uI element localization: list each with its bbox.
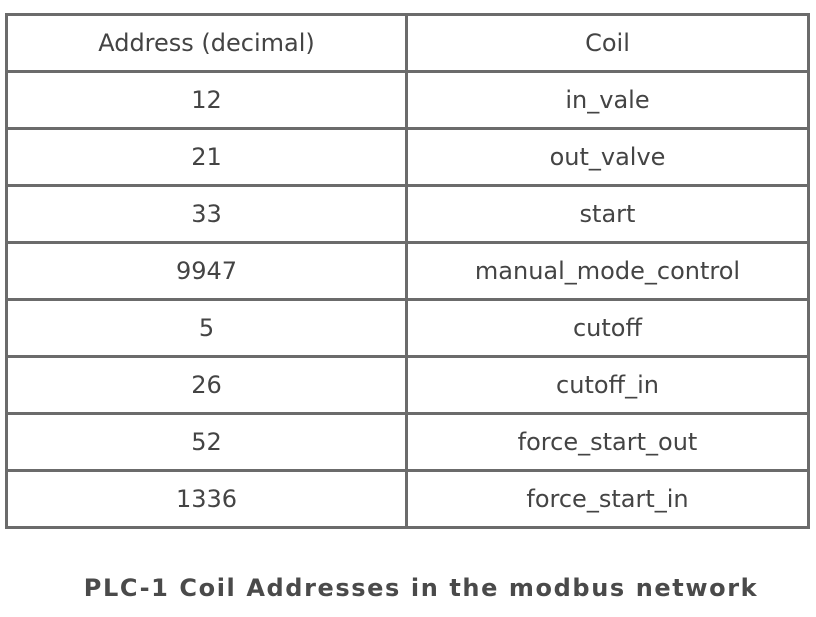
cell-address: 52 (5, 412, 408, 472)
table-row: 33 start (5, 184, 810, 244)
cell-coil: manual_mode_control (405, 241, 810, 301)
cell-address: 9947 (5, 241, 408, 301)
cell-coil: out_valve (405, 127, 810, 187)
cell-coil: force_start_out (405, 412, 810, 472)
table-row: 5 cutoff (5, 298, 810, 358)
cell-address: 33 (5, 184, 408, 244)
cell-address: 1336 (5, 469, 408, 529)
table-row: 52 force_start_out (5, 412, 810, 472)
table-row: 12 in_vale (5, 70, 810, 130)
cell-address: 21 (5, 127, 408, 187)
table-row: 21 out_valve (5, 127, 810, 187)
table-row: 9947 manual_mode_control (5, 241, 810, 301)
table-row: 26 cutoff_in (5, 355, 810, 415)
coil-address-table-container: Address (decimal) Coil 12 in_vale 21 out… (5, 13, 810, 529)
table-header-row: Address (decimal) Coil (5, 13, 810, 73)
cell-coil: start (405, 184, 810, 244)
cell-address: 12 (5, 70, 408, 130)
table-row: 1336 force_start_in (5, 469, 810, 529)
cell-address: 5 (5, 298, 408, 358)
header-coil: Coil (405, 13, 810, 73)
cell-coil: cutoff_in (405, 355, 810, 415)
header-address: Address (decimal) (5, 13, 408, 73)
cell-coil: cutoff (405, 298, 810, 358)
table-caption: PLC-1 Coil Addresses in the modbus netwo… (83, 574, 759, 602)
cell-coil: in_vale (405, 70, 810, 130)
coil-address-table: Address (decimal) Coil 12 in_vale 21 out… (5, 13, 810, 529)
cell-coil: force_start_in (405, 469, 810, 529)
cell-address: 26 (5, 355, 408, 415)
